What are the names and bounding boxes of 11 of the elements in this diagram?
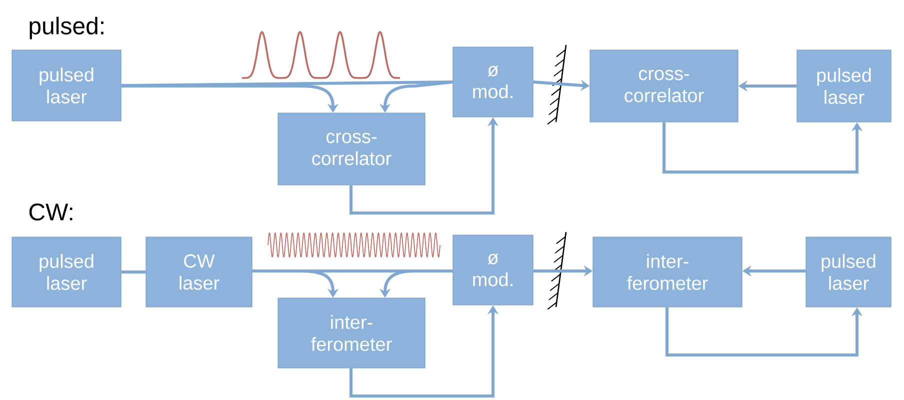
- block-box: cross-correlator: [278, 112, 426, 186]
- block-box: pulsed laser: [806, 236, 892, 308]
- block-box: cross-correlator: [590, 50, 738, 122]
- block-box: inter-ferometer: [278, 298, 426, 368]
- block-box: pulsed laser: [12, 50, 122, 122]
- block-box: ø mod.: [452, 46, 534, 118]
- block-box: ø mod.: [452, 234, 534, 306]
- block-box: pulsed laser: [796, 50, 892, 122]
- block-box: pulsed laser: [12, 236, 122, 308]
- block-box: CW laser: [146, 236, 252, 308]
- block-box: inter-ferometer: [592, 236, 742, 308]
